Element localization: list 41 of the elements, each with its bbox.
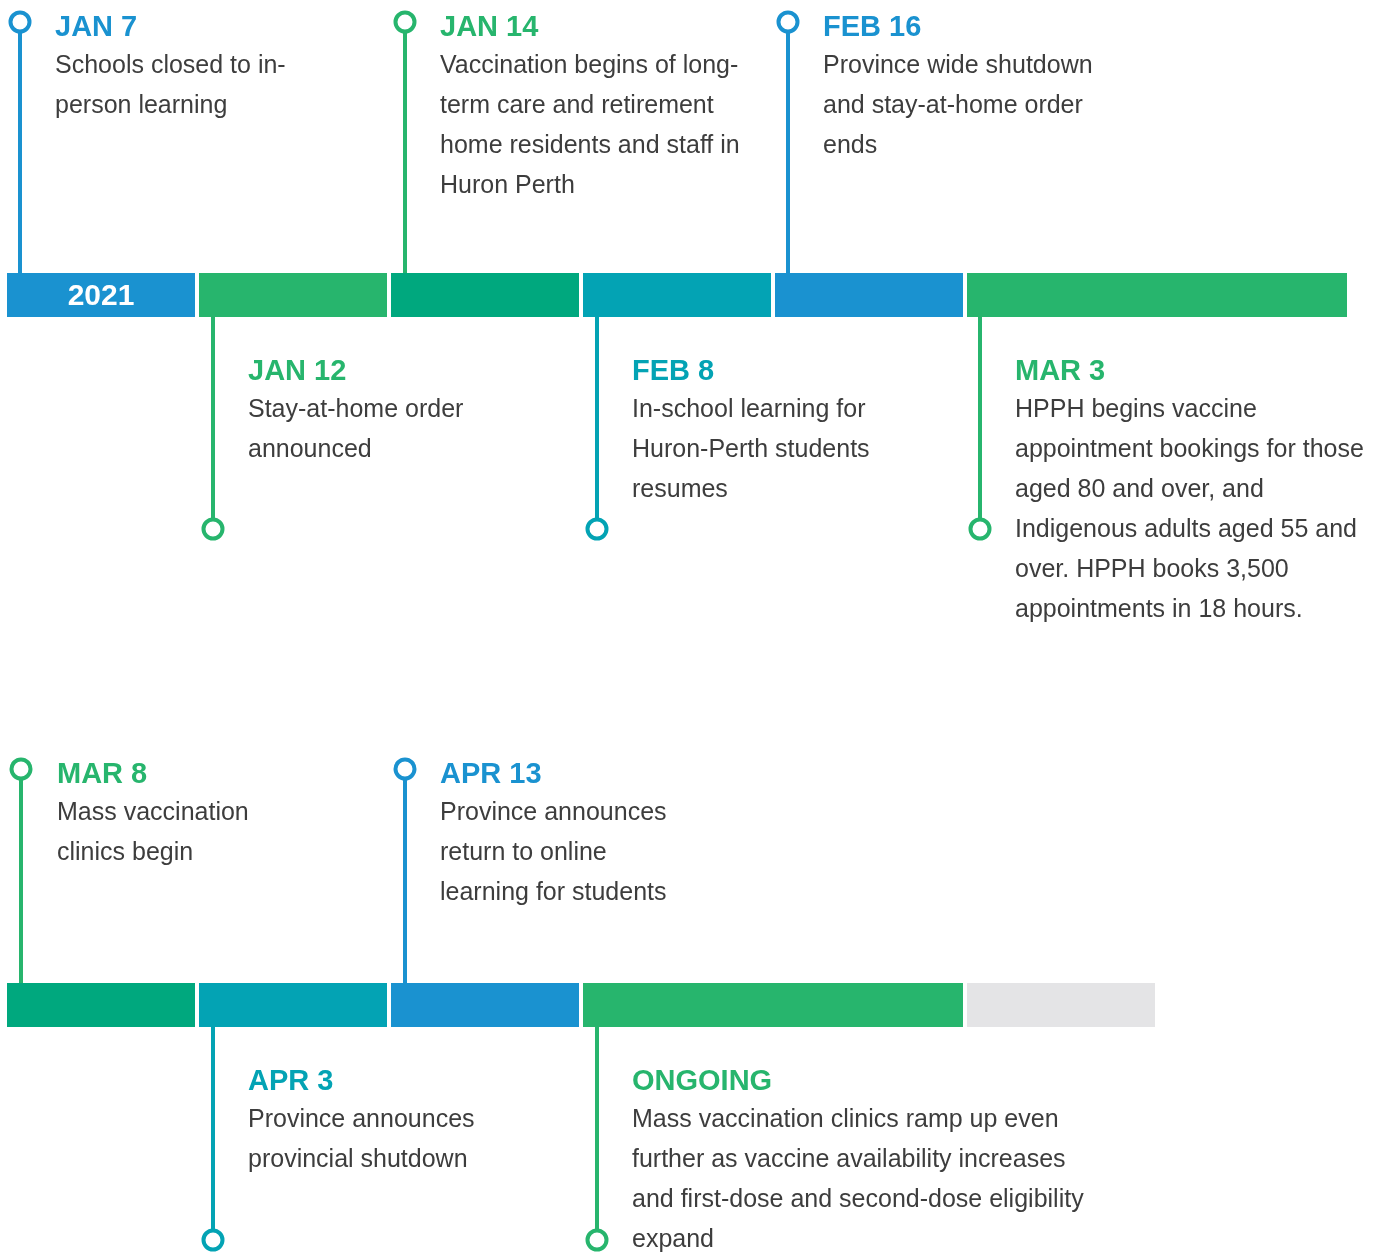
timeline-segment	[583, 273, 771, 317]
event-date: MAR 3	[1015, 353, 1107, 388]
event-description: Mass vaccination clinics begin	[57, 796, 250, 867]
event-description: HPPH begins vaccine appointment bookings for those aged 80 and over, and Indigenous adults aged 55 and over. HPPH books 3,500 appointments in 18 hours.	[1015, 393, 1365, 624]
event-description: Province announces provincial shutdown	[248, 1103, 476, 1174]
timeline-segment	[7, 983, 195, 1027]
event-description: Stay-at-home order announced	[248, 393, 465, 464]
leader-line	[968, 317, 992, 541]
event-description: Schools closed to in-person learning	[55, 49, 287, 120]
event-description: In-school learning for Huron-Perth students resumes	[632, 393, 871, 504]
event-date: FEB 16	[823, 9, 923, 44]
timeline-segment	[391, 983, 579, 1027]
timeline-segment	[199, 273, 387, 317]
event-description: Province announces return to online learning for students	[440, 796, 668, 907]
leader-line	[585, 317, 609, 541]
event-date: ONGOING	[632, 1063, 774, 1098]
timeline-segment	[199, 983, 387, 1027]
leader-line	[9, 757, 33, 983]
event-date: JAN 14	[440, 9, 540, 44]
event-date: JAN 7	[55, 9, 139, 44]
event-date: FEB 8	[632, 353, 716, 388]
event-description: Mass vaccination clinics ramp up even further as vaccine availability increases and first-dose and second-dose eligibility expand	[632, 1103, 1085, 1254]
timeline-segment	[775, 273, 963, 317]
leader-line	[393, 10, 417, 273]
leader-line	[201, 317, 225, 541]
timeline-segment	[583, 983, 963, 1027]
event-date: JAN 12	[248, 353, 348, 388]
timeline-segment	[967, 273, 1347, 317]
event-description: Province wide shutdown and stay-at-home order ends	[823, 49, 1094, 160]
event-date: APR 3	[248, 1063, 335, 1098]
leader-line	[776, 10, 800, 273]
event-description: Vaccination begins of long-term care and retirement home residents and staff in Huron Perth	[440, 49, 741, 200]
timeline-segment	[391, 273, 579, 317]
timeline-segment	[967, 983, 1155, 1027]
leader-line	[585, 1027, 609, 1252]
leader-line	[8, 10, 32, 273]
timeline-segment: 2021	[7, 273, 195, 317]
leader-line	[393, 757, 417, 983]
leader-line	[201, 1027, 225, 1252]
event-date: MAR 8	[57, 756, 149, 791]
event-date: APR 13	[440, 756, 543, 791]
